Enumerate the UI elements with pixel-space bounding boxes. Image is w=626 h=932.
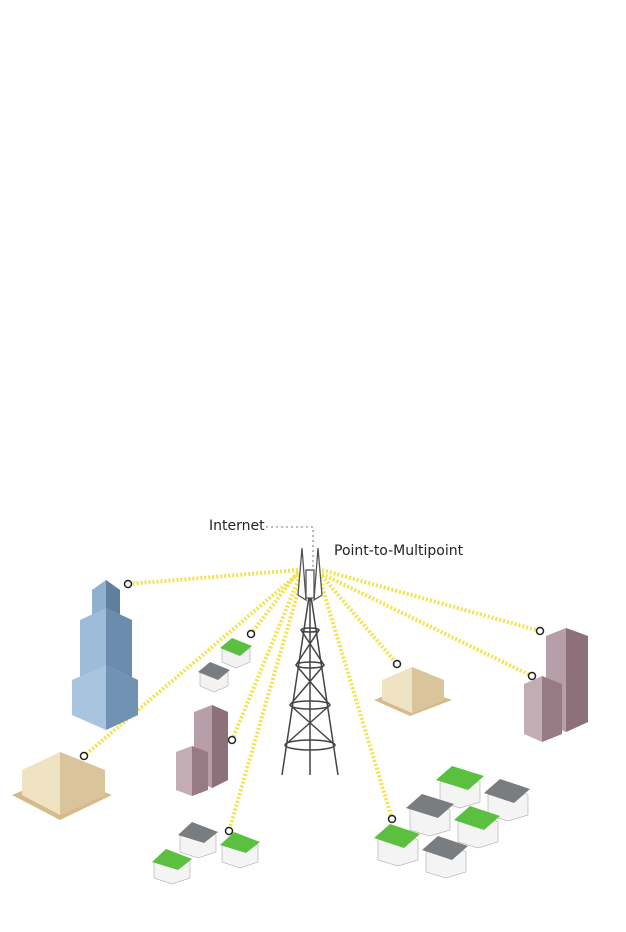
topology-label: Point-to-Multipoint xyxy=(334,543,464,559)
skyscraper-icon xyxy=(72,580,138,730)
wireless-links xyxy=(82,568,541,832)
mauve-building-left-icon xyxy=(176,705,228,796)
sector-antenna-icon xyxy=(297,547,323,602)
link-mauve-tower-left xyxy=(230,575,302,741)
internet-label: Internet xyxy=(209,518,265,534)
radio-tower xyxy=(281,589,339,776)
endpoint-markers xyxy=(79,579,545,836)
link-houses-bottom-right xyxy=(318,579,394,820)
mauve-building-right-icon xyxy=(524,628,588,742)
small-houses-icon xyxy=(198,638,252,693)
houses-bottom-left-icon xyxy=(152,822,260,885)
office-building-right-icon xyxy=(374,667,452,716)
link-office-right xyxy=(320,574,399,666)
link-mauve-tower-right xyxy=(321,568,541,633)
link-office-left xyxy=(82,572,300,758)
link-skyscraper xyxy=(127,568,299,586)
internet-link xyxy=(266,526,314,570)
link-mauve-right-lower xyxy=(321,572,533,678)
link-small-houses xyxy=(249,570,300,636)
office-building-left-icon xyxy=(12,752,112,820)
houses-bottom-right-icon xyxy=(374,766,530,879)
